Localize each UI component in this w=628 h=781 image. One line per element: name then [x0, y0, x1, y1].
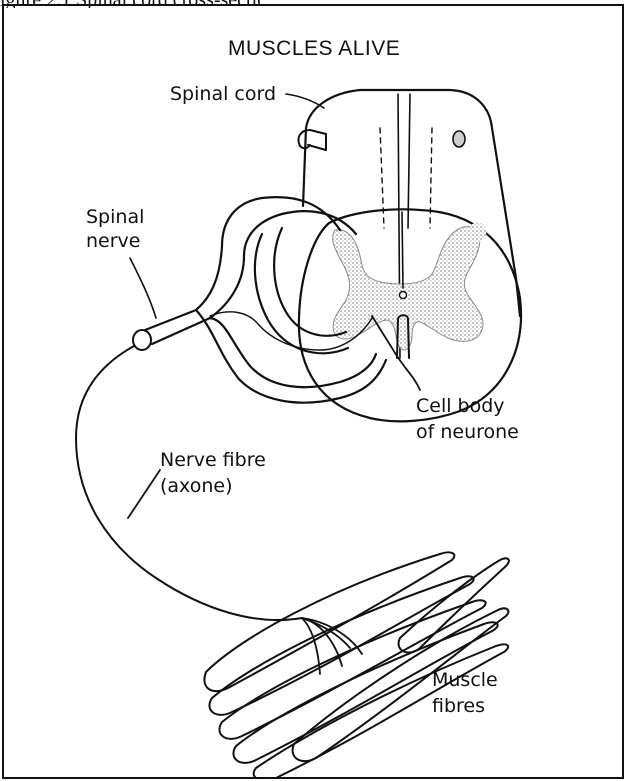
spinal-nerve-pointer [130, 258, 156, 318]
label-muscle-fibres-line2: fibres [432, 695, 485, 717]
label-spinal-nerve-line1: Spinal [86, 206, 144, 228]
muscle-fibres [204, 552, 508, 777]
label-muscle-fibres-line1: Muscle [432, 669, 498, 691]
blood-vessel-detail [453, 131, 465, 147]
neuron-diagram: MUSCLES ALIVE [4, 6, 622, 777]
label-nerve-fibre-line1: Nerve fibre [160, 449, 266, 471]
nerve-fibre-pointer [128, 470, 160, 518]
spinal-cord-segment [299, 90, 521, 421]
diagram-title: MUSCLES ALIVE [228, 37, 400, 60]
label-spinal-cord: Spinal cord [170, 83, 276, 105]
label-cell-body-line2: of neurone [416, 421, 519, 443]
label-spinal-nerve-line2: nerve [86, 230, 140, 252]
nerve-cut-end [133, 330, 151, 350]
label-nerve-fibre-line2: (axone) [160, 475, 232, 497]
figure-frame: MUSCLES ALIVE [2, 4, 624, 779]
root-stub [298, 130, 326, 150]
label-cell-body-line1: Cell body [416, 395, 505, 417]
central-canal [400, 292, 407, 299]
